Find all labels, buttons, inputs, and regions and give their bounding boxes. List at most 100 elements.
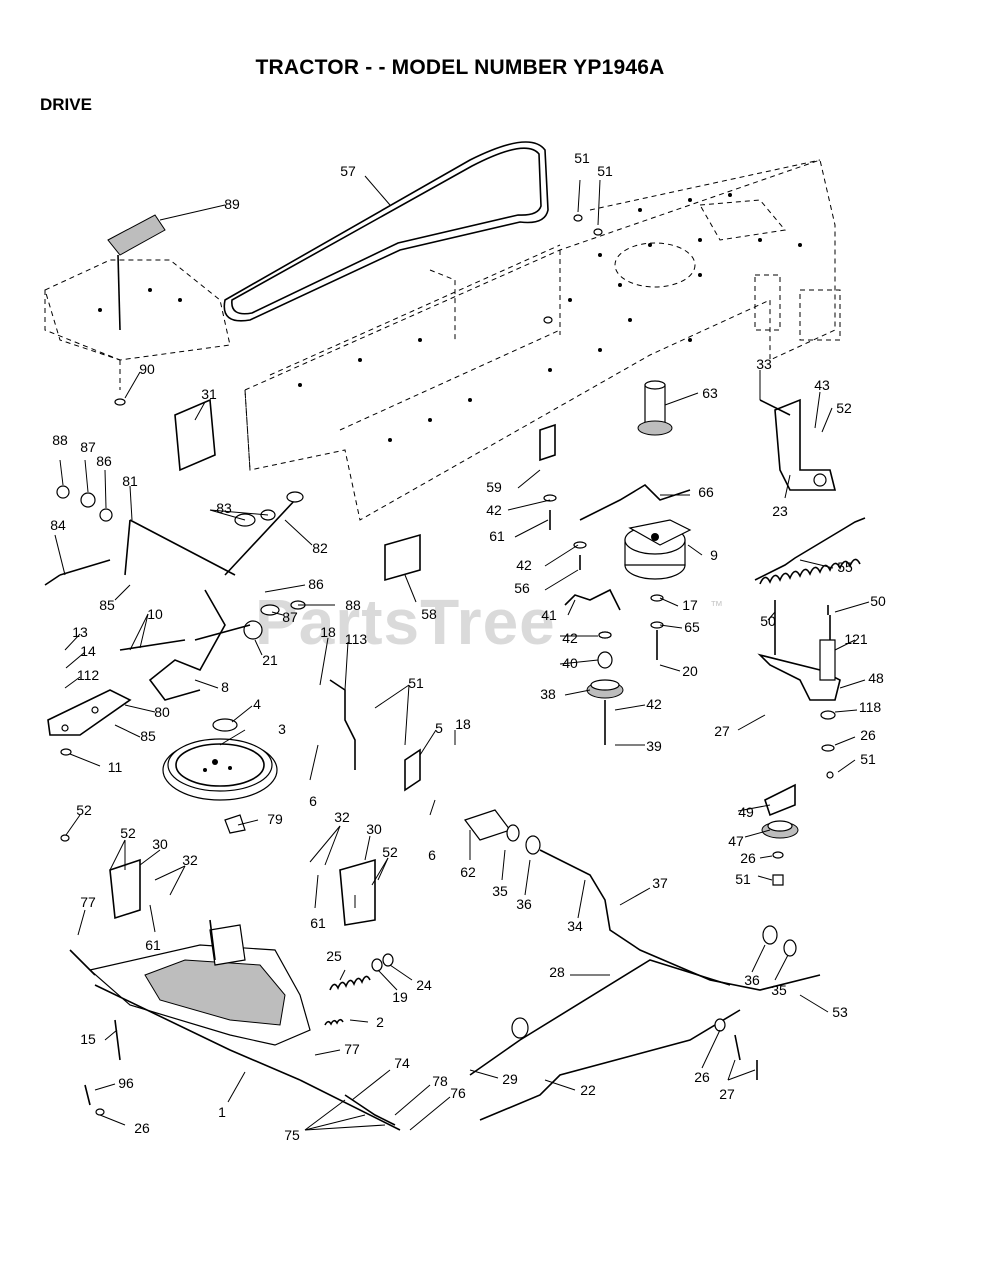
callout-27: 27 <box>714 723 730 739</box>
callout-23: 23 <box>772 503 788 519</box>
callout-112: 112 <box>77 667 100 683</box>
callout-89: 89 <box>224 196 240 212</box>
electric-clutch <box>624 519 692 580</box>
callout-51: 51 <box>860 751 876 767</box>
callout-88: 88 <box>345 597 361 613</box>
callout-42: 42 <box>562 630 578 646</box>
callout-21: 21 <box>262 652 278 668</box>
callout-37: 37 <box>652 875 668 891</box>
shift-plate-80 <box>47 689 132 736</box>
callout-51: 51 <box>574 150 590 166</box>
callout-121: 121 <box>844 631 868 647</box>
callout-51: 51 <box>408 675 424 691</box>
callout-35: 35 <box>771 982 787 998</box>
callout-26: 26 <box>860 727 876 743</box>
leader-lines <box>54 175 870 1131</box>
callout-28: 28 <box>549 964 565 980</box>
callout-24: 24 <box>416 977 432 993</box>
drive-belt <box>223 141 549 322</box>
callout-61: 61 <box>489 528 505 544</box>
callout-26: 26 <box>694 1069 710 1085</box>
small-hardware <box>56 214 829 1126</box>
callout-36: 36 <box>744 972 760 988</box>
idler-arm-48 <box>757 615 841 779</box>
callout-30: 30 <box>152 836 168 852</box>
callout-66: 66 <box>698 484 714 500</box>
callout-85: 85 <box>99 597 115 613</box>
callout-1: 1 <box>218 1104 226 1120</box>
callout-10: 10 <box>147 606 163 622</box>
callout-41: 41 <box>541 607 557 623</box>
callout-78: 78 <box>432 1073 448 1089</box>
callout-17: 17 <box>682 597 698 613</box>
callout-75: 75 <box>284 1127 300 1143</box>
callout-79: 79 <box>267 811 283 827</box>
callout-53: 53 <box>832 1004 848 1020</box>
callout-3: 3 <box>278 721 286 737</box>
callout-27: 27 <box>719 1086 735 1102</box>
callout-86: 86 <box>96 453 112 469</box>
callout-42: 42 <box>646 696 662 712</box>
callout-87: 87 <box>282 609 298 625</box>
callout-6: 6 <box>428 847 436 863</box>
callout-59: 59 <box>486 479 502 495</box>
callout-40: 40 <box>562 655 578 671</box>
callout-29: 29 <box>502 1071 518 1087</box>
callout-118: 118 <box>859 699 882 715</box>
callout-36: 36 <box>516 896 532 912</box>
callout-96: 96 <box>118 1075 134 1091</box>
bracket-58 <box>384 533 421 582</box>
callout-50: 50 <box>760 613 776 629</box>
callout-62: 62 <box>460 864 476 880</box>
spring-25 <box>324 975 371 1026</box>
callout-13: 13 <box>72 624 88 640</box>
callout-5: 5 <box>435 720 443 736</box>
callout-39: 39 <box>646 738 662 754</box>
callout-52: 52 <box>76 802 92 818</box>
frame-cutout <box>614 242 696 288</box>
idler-bracket-23 <box>759 398 837 491</box>
callout-22: 22 <box>580 1082 596 1098</box>
idler-pulley-47 <box>761 783 799 886</box>
callout-6: 6 <box>309 793 317 809</box>
frame-outline <box>44 159 841 521</box>
transaxle-1 <box>69 919 401 1131</box>
frame-holes <box>98 193 802 442</box>
callout-52: 52 <box>836 400 852 416</box>
callout-32: 32 <box>334 809 350 825</box>
callout-20: 20 <box>682 663 698 679</box>
spring-55 <box>754 517 866 585</box>
callout-26: 26 <box>740 850 756 866</box>
callout-51: 51 <box>735 871 751 887</box>
callout-18: 18 <box>455 716 471 732</box>
callout-80: 80 <box>154 704 170 720</box>
bracket-30-left <box>109 858 141 920</box>
callout-42: 42 <box>486 502 502 518</box>
shift-lever-cover-31 <box>174 398 216 472</box>
callout-43: 43 <box>814 377 830 393</box>
callout-9: 9 <box>710 547 718 563</box>
callout-85: 85 <box>140 728 156 744</box>
callout-83: 83 <box>216 500 232 516</box>
knob-89 <box>107 214 166 331</box>
callout-76: 76 <box>450 1085 466 1101</box>
callout-113: 113 <box>345 631 368 647</box>
callout-26: 26 <box>134 1120 150 1136</box>
bracket-30-right <box>339 858 376 926</box>
idler-pulley-38 <box>586 631 624 745</box>
page-title: TRACTOR - - MODEL NUMBER YP1946A <box>255 56 665 79</box>
watermark-trademark: ™ <box>710 598 723 613</box>
callout-58: 58 <box>421 606 437 622</box>
callout-88: 88 <box>52 432 68 448</box>
callout-48: 48 <box>868 670 884 686</box>
callout-86: 86 <box>308 576 324 592</box>
callout-52: 52 <box>382 844 398 860</box>
callout-11: 11 <box>108 759 123 775</box>
callout-56: 56 <box>514 580 530 596</box>
brake-rods <box>464 809 821 1121</box>
callout-90: 90 <box>139 361 155 377</box>
callout-32: 32 <box>182 852 198 868</box>
callout-33: 33 <box>756 356 772 372</box>
